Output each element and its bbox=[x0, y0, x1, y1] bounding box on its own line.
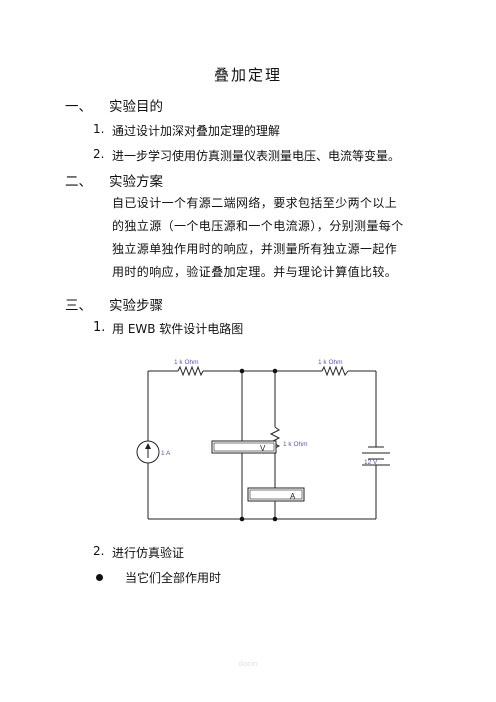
plan-paragraph: 自已设计一个有源二端网络，要求包括至少两个以上 的独立源（一个电压源和一个电流源… bbox=[112, 192, 404, 284]
ammeter bbox=[247, 487, 305, 502]
objective-number: 1. bbox=[93, 122, 105, 136]
section-heading-2: 二、 实验方案 bbox=[65, 170, 265, 190]
section-title: 实验步骤 bbox=[109, 298, 163, 314]
voltage-source-label: 12 V bbox=[364, 459, 378, 466]
ammeter-display bbox=[249, 489, 303, 500]
plan-line: 自已设计一个有源二端网络，要求包括至少两个以上 bbox=[112, 196, 398, 210]
step-text: 进行仿真验证 bbox=[112, 546, 185, 560]
section-heading-1: 一、 实验目的 bbox=[65, 95, 265, 115]
plan-line: 用时的响应，验证叠加定理。并与理论计算值比较。 bbox=[112, 265, 398, 279]
junction-dot bbox=[272, 516, 278, 522]
section-number: 二、 bbox=[65, 174, 92, 190]
bullet-icon bbox=[96, 574, 103, 581]
resistor-r1 bbox=[177, 365, 204, 377]
voltmeter-display bbox=[213, 442, 275, 452]
step-number: 1. bbox=[93, 320, 106, 335]
section-number: 一、 bbox=[65, 99, 92, 115]
junction-dot bbox=[272, 368, 278, 374]
section-number: 三、 bbox=[65, 298, 92, 314]
watermark: docin bbox=[238, 660, 258, 668]
objective-text: 通过设计加深对叠加定理的理解 bbox=[112, 124, 281, 138]
bullet-text: 当它们全部作用时 bbox=[125, 571, 222, 585]
document-title: 叠加定理 bbox=[213, 66, 282, 84]
resistor-r2 bbox=[321, 365, 349, 377]
section-title: 实验目的 bbox=[109, 99, 163, 115]
step-text: 用 EWB 软件设计电路图 bbox=[112, 322, 244, 336]
voltmeter bbox=[211, 440, 277, 454]
objective-number: 2. bbox=[93, 147, 105, 161]
resistor-r3-label: 1 k Ohm bbox=[283, 441, 308, 448]
arrow-up-icon bbox=[145, 443, 151, 449]
step-number: 2. bbox=[93, 544, 105, 558]
objective-text: 进一步学习使用仿真测量仪表测量电压、电流等变量。 bbox=[112, 149, 401, 163]
ammeter-label: A bbox=[290, 492, 296, 501]
junction-dot bbox=[239, 368, 245, 374]
voltmeter-label: V bbox=[260, 444, 266, 453]
current-source-label: 1 A bbox=[161, 450, 171, 457]
plan-line: 的独立源（一个电压源和一个电流源），分别测量每个 bbox=[112, 219, 404, 233]
resistor-r1-label: 1 k Ohm bbox=[174, 359, 199, 366]
plan-line: 独立源单独作用时的响应，并测量所有独立源一起作 bbox=[112, 242, 398, 256]
junction-dot bbox=[239, 516, 245, 522]
resistor-r2-label: 1 k Ohm bbox=[318, 359, 343, 366]
section-title: 实验方案 bbox=[109, 174, 163, 190]
section-heading-3: 三、 实验步骤 bbox=[65, 294, 265, 314]
